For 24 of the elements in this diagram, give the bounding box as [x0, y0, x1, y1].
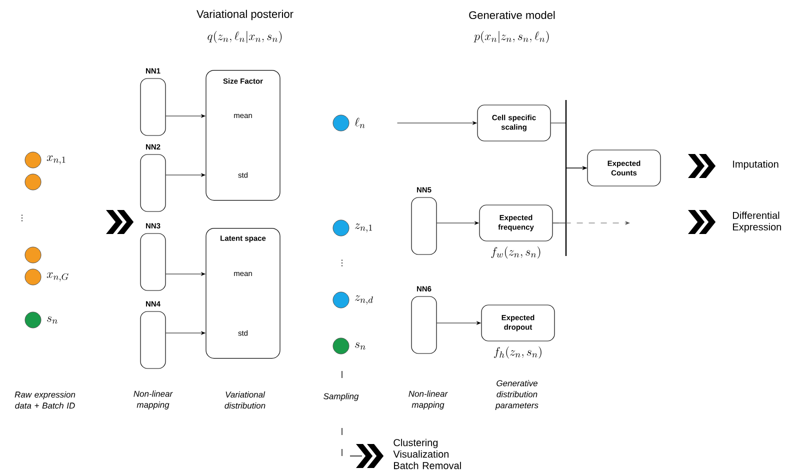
node-label: $\ell_n$ [354, 118, 365, 128]
stage-caption: Raw expression data + Batch ID [14, 391, 76, 409]
node-label: $s_n$ [355, 342, 366, 350]
heading: Variational posterior [196, 10, 294, 20]
formula: $p(x_n | z_n, s_n, \ell_n)$ [474, 31, 549, 43]
stage-caption: Variational distribution [224, 391, 266, 409]
heading: Generative model [469, 10, 555, 20]
output-label: Imputation [733, 160, 778, 170]
node-label: $f_w(z_n, s_n)$ [491, 246, 540, 259]
node-label: $x_{n,G}$ [46, 272, 68, 282]
stage-caption: Non-linear mapping [408, 390, 448, 410]
output-label: Differential Expression [733, 212, 781, 232]
formula: $q(z_n, \ell_n | x_n, s_n)$ [208, 31, 282, 43]
stage-caption: Non-linear mapping [134, 390, 173, 410]
stage-caption: Generative distribution parameters [495, 380, 538, 410]
node-label: $s_n$ [47, 316, 58, 324]
input-circle [24, 174, 42, 190]
node-label: $f_h(z_n, s_n)$ [494, 346, 542, 359]
output-label: Clustering Visualization Batch Removal [393, 438, 461, 470]
input-circle [24, 246, 42, 264]
node-label: $z_{n,d}$ [355, 295, 373, 304]
node-label: $z_{n,1}$ [355, 224, 372, 232]
stage-caption: Sampling [324, 393, 359, 401]
node-label: $x_{n,1}$ [46, 156, 66, 164]
